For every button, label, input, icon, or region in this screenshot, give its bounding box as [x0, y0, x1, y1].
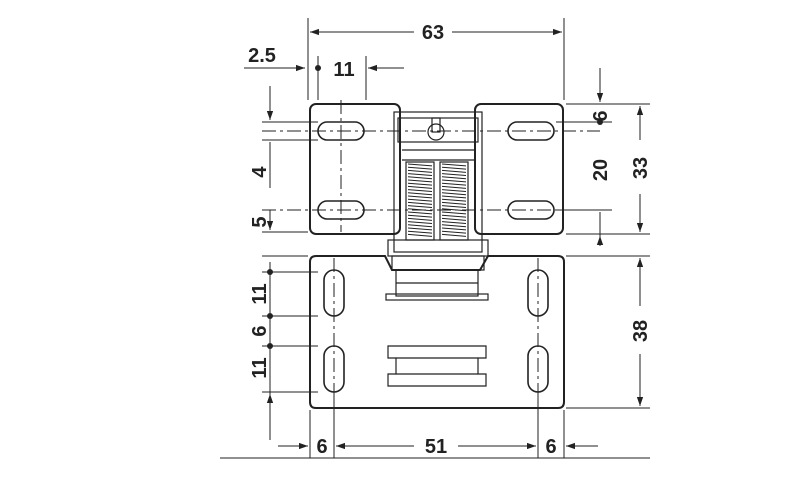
label-11-top: 11: [333, 59, 354, 81]
lower-bracket: [387, 345, 487, 387]
label-11-lower-bottom: 11: [249, 357, 271, 378]
label-4: 4: [249, 166, 271, 178]
label-2-5: 2.5: [248, 45, 276, 67]
spring-mechanism: [385, 111, 489, 301]
label-6-bottom-right: 6: [545, 436, 556, 458]
label-6-bottom-left: 6: [316, 436, 327, 458]
dim-left-lower: 11 6 11: [249, 262, 318, 440]
label-20: 20: [590, 159, 612, 181]
label-11-lower-top: 11: [249, 283, 271, 304]
label-33: 33: [630, 157, 652, 179]
lower-plate: [309, 255, 565, 409]
label-38: 38: [630, 320, 652, 342]
dim-right-lower: 38: [566, 255, 652, 409]
dim-offset-top: 2.5 11: [244, 45, 404, 100]
dim-bottom: 6 51 6: [278, 392, 598, 458]
dim-right-upper: 6 20 33: [556, 68, 652, 246]
dim-overall-width: 63: [307, 18, 565, 100]
dim-left-upper: 4 5: [249, 86, 318, 257]
label-5: 5: [249, 216, 271, 227]
label-63: 63: [422, 22, 444, 44]
label-51: 51: [425, 436, 447, 458]
label-6-lower: 6: [249, 325, 271, 336]
label-6-right: 6: [590, 110, 612, 121]
center-lines: [262, 100, 600, 406]
